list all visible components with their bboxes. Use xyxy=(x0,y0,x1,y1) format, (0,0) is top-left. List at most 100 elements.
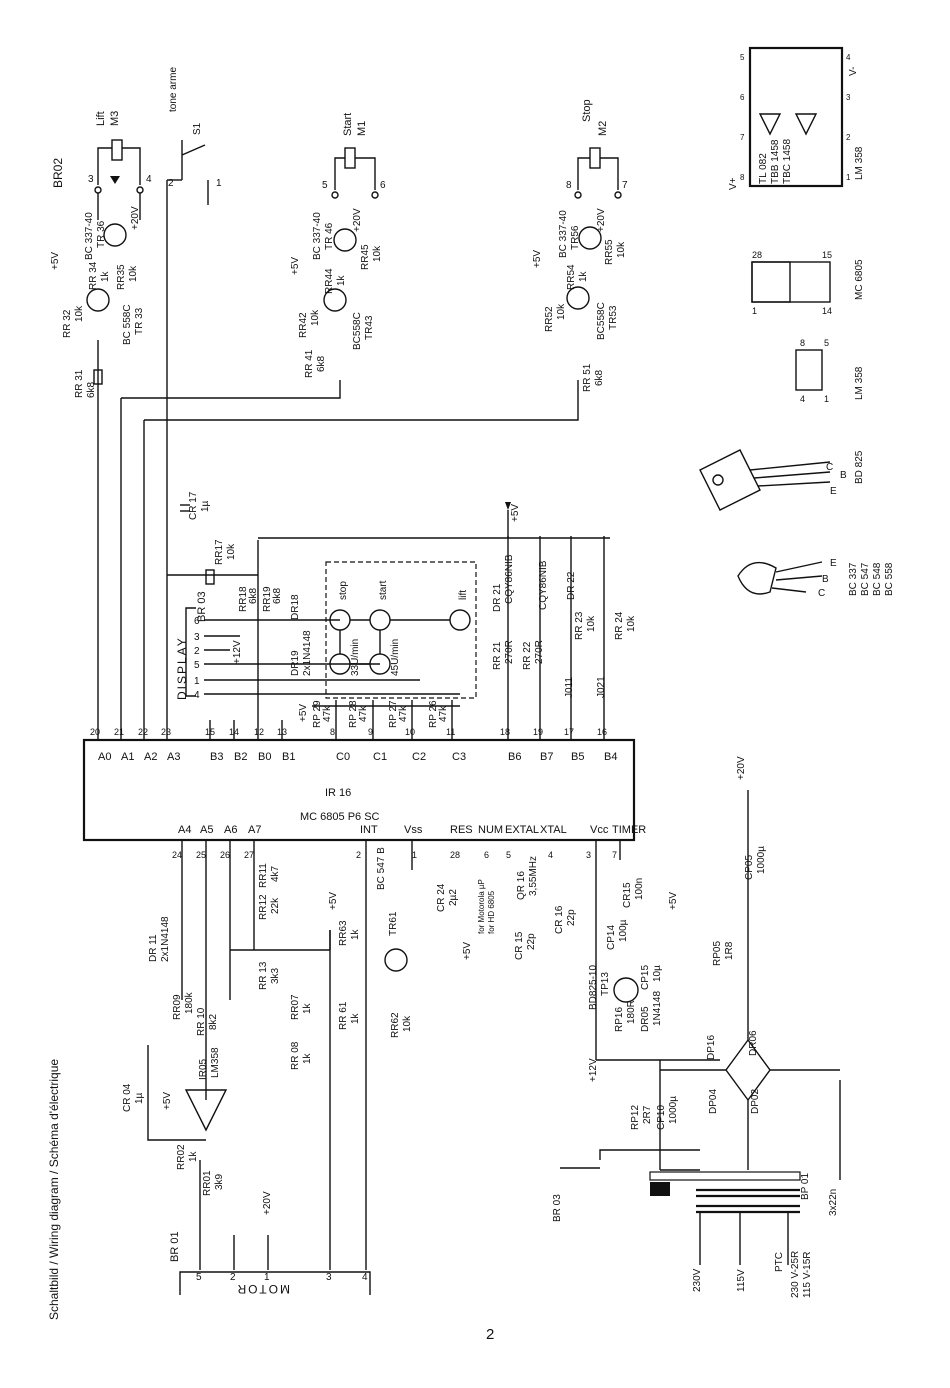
diode-ref: DP04 xyxy=(708,1089,719,1114)
resistor-val: 1k xyxy=(302,1002,313,1014)
display-pin: 4 xyxy=(194,690,200,701)
pin-label: A2 xyxy=(144,751,157,763)
clock-section: CR 24 2µ2 +5V for Motorola µP for HD 680… xyxy=(436,856,679,990)
transistor-tr36: BC 337-40 TR 36 xyxy=(84,212,127,260)
relay-ref: M3 xyxy=(109,111,121,126)
connector-br01: BR 01 xyxy=(169,1231,181,1262)
ic-top-pin-labels: A0 A1 A2 A3 B3 B2 B0 B1 C0 C1 C2 C3 B6 B… xyxy=(98,751,617,763)
resistor-ref: RR45 xyxy=(360,244,371,270)
capacitor-val: 100n xyxy=(634,878,645,900)
resistor-val: 6k8 xyxy=(272,587,283,604)
pin-number: 18 xyxy=(500,727,510,737)
pin-number: 3 xyxy=(586,850,591,860)
speed45-label: 45U/min xyxy=(390,639,401,676)
pot-ref: RP 28 xyxy=(348,700,359,728)
capacitor-ref: CR 16 xyxy=(554,905,565,934)
resistor-ref: RR 51 xyxy=(582,363,593,392)
diode-ref: DR18 xyxy=(290,594,301,620)
diode-ref: DR 21 xyxy=(492,583,503,612)
pin-label: B4 xyxy=(604,751,617,763)
relay-name: Stop xyxy=(581,99,593,122)
resistor-ref: RR02 xyxy=(176,1144,187,1170)
transistor-tr53: BC558C TR53 xyxy=(566,286,619,340)
diode-val: 1N4148 xyxy=(652,991,663,1026)
note-hd: for HD 6805 xyxy=(487,890,496,934)
pot-val: 47k xyxy=(358,705,369,722)
transistor-ref: TR 46 xyxy=(324,222,335,250)
transistor-type: BD825-10 xyxy=(588,965,599,1010)
pin-label: INT xyxy=(360,824,378,836)
pinout-pin: 3 xyxy=(846,93,851,102)
pinout-part: TBB 1458 xyxy=(770,139,781,184)
opamp-symbol xyxy=(184,1089,228,1132)
display-connector: BR 03 DISPLAY 6 3 2 5 1 4 +12V xyxy=(175,591,460,701)
diode-val: CQY86NIB xyxy=(538,560,549,610)
resistor-ref: RR 24 xyxy=(614,611,625,640)
resistor-val: 6k8 xyxy=(248,587,259,604)
resistor-val: 10k xyxy=(372,245,383,262)
pinout-part: TBC 1458 xyxy=(782,139,793,184)
pot-ref: RP 26 xyxy=(428,700,439,728)
pin-label: A6 xyxy=(224,824,237,836)
pin-number: 20 xyxy=(90,727,100,737)
capacitor-val: 1000µ xyxy=(756,846,767,874)
jumper-label: J021 xyxy=(596,676,607,698)
pinout-pin: 1 xyxy=(752,306,757,316)
note-motorola: for Motorola µP xyxy=(477,879,486,934)
resistor-ref: RR63 xyxy=(338,920,349,946)
pin-label: A0 xyxy=(98,751,111,763)
capacitor-ref: CR15 xyxy=(622,882,633,908)
pin-number: 26 xyxy=(220,850,230,860)
resistor-ref: RR54 xyxy=(566,264,577,290)
start-resistors: RR 41 6k8 RR42 10k RR44 1k RR45 10k +5V xyxy=(290,244,383,378)
relay-pin: 4 xyxy=(146,174,152,185)
pinout-extra: BC 547 xyxy=(860,562,871,596)
pinout-name: BC 337 xyxy=(848,562,859,596)
resistor-ref: RR18 xyxy=(238,586,249,612)
motor-connector: BR 01 5 2 1 3 4 MOTOR xyxy=(169,1231,368,1296)
capacitor-ref: CR 24 xyxy=(436,883,447,912)
motor-pin: 1 xyxy=(264,1272,270,1283)
pinout-pin: 8 xyxy=(800,338,805,348)
supply-label: +5V xyxy=(532,250,543,268)
supply-label: +20V xyxy=(736,756,747,780)
resistor-ref: RR07 xyxy=(290,994,301,1020)
transistor-type: BC 547 B xyxy=(376,847,387,890)
pin-number: 2 xyxy=(356,850,361,860)
pinout-pin: 7 xyxy=(740,133,745,142)
resistor-val: 1k xyxy=(350,1012,361,1024)
capacitor-ref: CR 17 xyxy=(188,491,199,520)
pin-number: 12 xyxy=(254,727,264,737)
transistor-tr33: BC 558C TR 33 xyxy=(86,288,145,345)
pinout-name: MC 6805 xyxy=(854,259,865,300)
diode-val: CQY86NIB xyxy=(504,554,515,604)
pinout-pin: 5 xyxy=(824,338,829,348)
resistor-ref: RR 61 xyxy=(338,1001,349,1030)
switch-ref: S1 xyxy=(192,122,203,135)
resistor-val: 6k8 xyxy=(86,381,97,398)
relay-pin: 8 xyxy=(566,180,572,191)
pinout-pin: 14 xyxy=(822,306,832,316)
rr17-group: RR17 10k RR18 6k8 RR19 6k8 xyxy=(205,539,283,612)
resistor-ref: RP12 xyxy=(630,1105,641,1130)
pin-number: 27 xyxy=(244,850,254,860)
power-wiring xyxy=(560,790,841,1180)
tr61-symbol xyxy=(384,948,408,972)
resistor-val: 1k xyxy=(336,274,347,286)
pin-label: A5 xyxy=(200,824,213,836)
speed33-label: 33U/min xyxy=(350,639,361,676)
display-pin: 5 xyxy=(194,660,200,671)
resistor-ref: RR09 xyxy=(172,994,183,1020)
bottom-leads xyxy=(147,840,621,1295)
capacitor-val: 2µ2 xyxy=(448,889,459,906)
transistor-type: BC 337-40 xyxy=(84,212,95,260)
pin-number: 25 xyxy=(196,850,206,860)
motor-section-labels: DR 11 2x1N4148 RR09 180k RR 10 8k2 RR11 … xyxy=(122,847,413,1215)
resistor-ref: RR 34 xyxy=(88,261,99,290)
pinout-name: BD 825 xyxy=(854,450,865,484)
keypad-panel: stop start lift 33U/min 45U/min xyxy=(325,561,477,699)
motor-pin: 4 xyxy=(362,1272,368,1283)
pin-number: 1 xyxy=(412,850,417,860)
diode-ref: DR 22 xyxy=(566,571,577,600)
ic-ref: IR 16 xyxy=(325,787,351,799)
